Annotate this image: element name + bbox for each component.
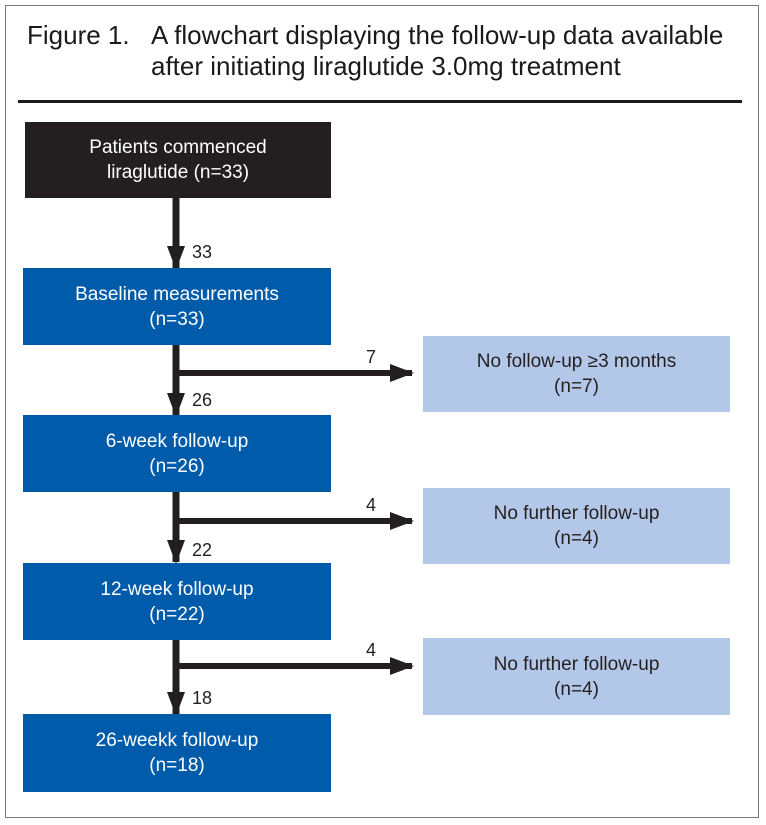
count-no-further-1: 4: [366, 495, 377, 515]
box-no-further-followup-1: No further follow-up (n=4): [423, 488, 730, 564]
figure-header: Figure 1. A flowchart displaying the fol…: [27, 20, 747, 90]
box-26-week: 26-weekk follow-up (n=18): [23, 714, 331, 792]
box-patients-commenced: Patients commenced liraglutide (n=33): [25, 122, 331, 198]
box-line-2: (n=18): [149, 755, 205, 776]
box-6-week: 6-week follow-up (n=26): [23, 415, 331, 492]
box-line-1: No follow-up ≥3 months: [477, 349, 676, 374]
box-no-followup-3-months: No follow-up ≥3 months (n=7): [423, 336, 730, 412]
box-line-1: 26-weekk follow-up: [95, 730, 259, 751]
box-line-2: liraglutide (n=33): [106, 162, 250, 183]
box-line-2: (n=33): [149, 308, 205, 330]
box-line-2: (n=4): [554, 678, 599, 700]
box-12-week: 12-week follow-up (n=22): [23, 563, 331, 640]
box-line-1: No further follow-up: [493, 653, 660, 675]
count-to-12-week: 22: [192, 540, 213, 560]
figure-title: A flowchart displaying the follow-up dat…: [151, 20, 724, 81]
box-line-1: 6-week follow-up: [105, 430, 249, 452]
count-to-baseline: 33: [192, 242, 213, 262]
box-line-2: (n=7): [554, 376, 599, 397]
box-line-1: 12-week follow-up: [100, 578, 254, 600]
header-rule: [18, 100, 742, 103]
box-line-1: Baseline measurements: [75, 283, 279, 305]
box-no-further-followup-2: No further follow-up (n=4): [423, 638, 730, 715]
box-line-2: (n=22): [149, 603, 205, 625]
box-baseline: Baseline measurements (n=33): [23, 268, 331, 345]
count-to-26-week: 18: [192, 688, 213, 708]
box-line-1-pre: No follow-up: [476, 351, 588, 372]
box-line-2: (n=26): [149, 455, 205, 477]
count-no-followup: 7: [366, 347, 377, 367]
count-no-further-2: 4: [366, 640, 377, 660]
box-line-1-post: 3 months: [598, 351, 677, 372]
box-line-2: (n=4): [554, 528, 599, 549]
box-line-1: No further follow-up: [493, 503, 660, 524]
box-line-1: Patients commenced: [89, 137, 267, 158]
count-to-6-week: 26: [192, 390, 213, 410]
gte-symbol: ≥: [587, 351, 599, 372]
figure-label: Figure 1.: [27, 20, 130, 50]
